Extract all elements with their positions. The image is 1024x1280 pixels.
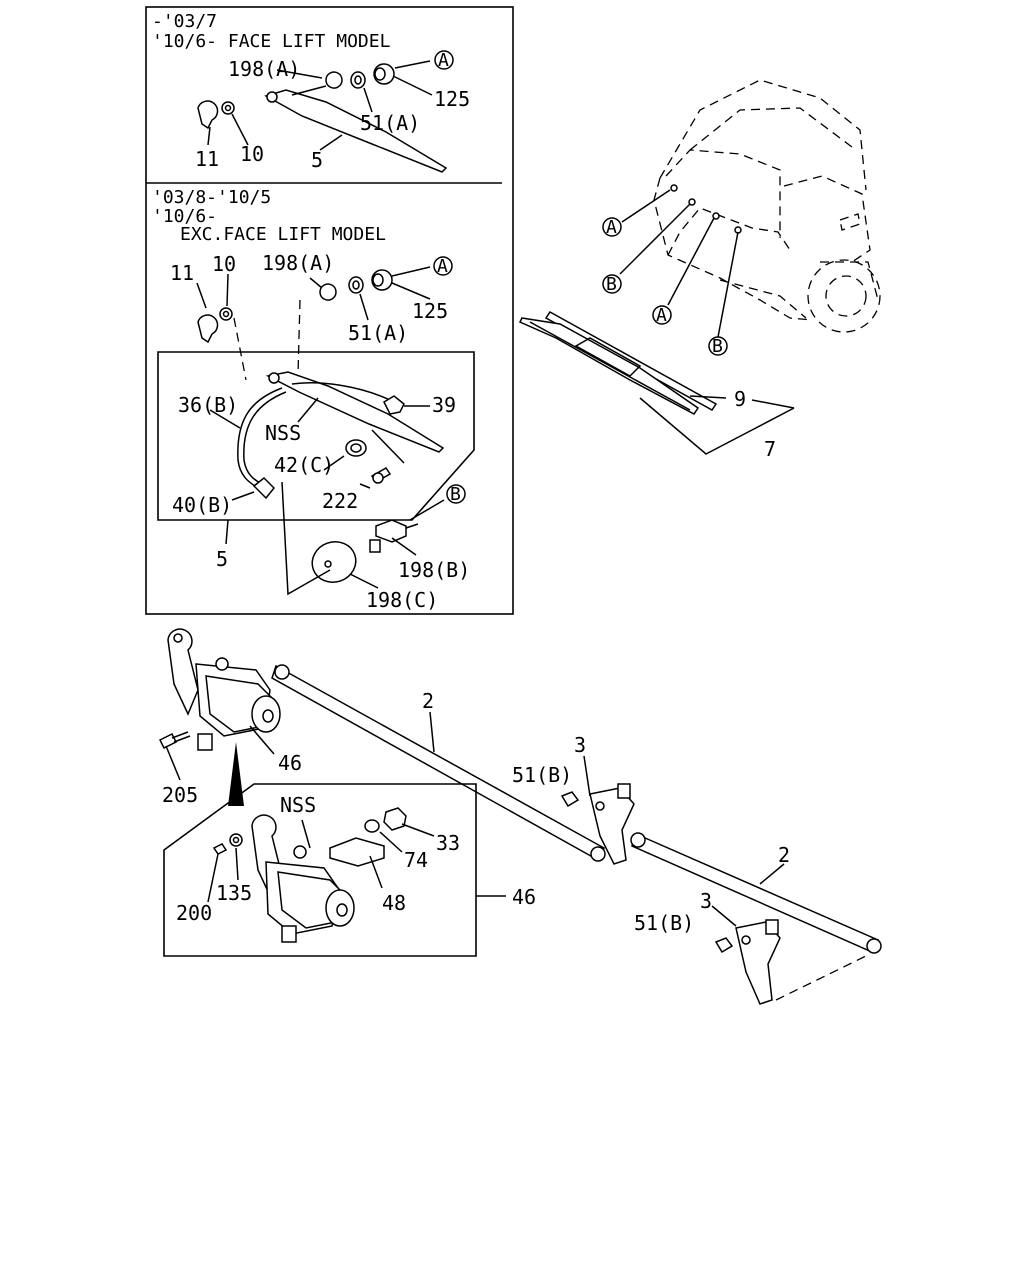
svg-text:A: A (438, 50, 449, 71)
label-7: 7 (764, 437, 776, 461)
callout-b-nozzle: B (446, 484, 466, 505)
link-rod-2-right (630, 832, 882, 954)
callout-a-mid: A (433, 256, 453, 277)
nut-33 (383, 807, 407, 831)
label-198a-mid: 198(A) (262, 251, 334, 275)
label-125-mid: 125 (412, 299, 448, 323)
label-135: 135 (216, 881, 252, 905)
label-9: 9 (734, 387, 746, 411)
mid-inset-header-date: '03/8-'10/5 (152, 187, 271, 208)
label-125-top: 125 (434, 87, 470, 111)
svg-text:B: B (712, 336, 723, 357)
label-nss-mid: NSS (265, 421, 301, 445)
wiper-motor-46-box (251, 814, 355, 943)
clip-39 (383, 395, 405, 415)
svg-text:B: B (606, 274, 617, 295)
nozzle-198b (369, 519, 419, 553)
hose-joint-40b (252, 476, 276, 500)
label-42c: 42(C) (274, 453, 334, 477)
label-nss-low: NSS (280, 793, 316, 817)
label-51b-lower: 51(B) (634, 911, 694, 935)
wiper-blade-7 (518, 311, 718, 415)
pad-198c (311, 541, 357, 583)
wiper-motor-46-top (167, 628, 281, 751)
label-3-upper: 3 (574, 733, 586, 757)
wiper-arm-5-mid (237, 371, 445, 500)
mid-inset-header-model: EXC.FACE LIFT MODEL (180, 224, 386, 245)
label-2-left: 2 (422, 689, 434, 713)
wiper-arm-5-top (264, 89, 448, 173)
pin-200 (212, 843, 228, 855)
label-46-top: 46 (278, 751, 302, 775)
label-200: 200 (176, 901, 212, 925)
label-40b: 40(B) (172, 493, 232, 517)
label-3-lower: 3 (700, 889, 712, 913)
top-inset-header-model: '10/6- FACE LIFT MODEL (152, 31, 391, 52)
link-rod-2-left (271, 664, 606, 862)
wiper-arm-inset-frame (145, 6, 514, 615)
washer-10-top (221, 101, 235, 115)
top-wiper-arm-group (197, 63, 448, 173)
label-222: 222 (322, 489, 358, 513)
label-46-box: 46 (512, 885, 536, 909)
label-51a-top: 51(A) (360, 111, 420, 135)
washer-135 (229, 833, 243, 847)
label-48: 48 (382, 891, 406, 915)
label-205: 205 (162, 783, 198, 807)
label-5-top: 5 (311, 148, 323, 172)
label-11-mid: 11 (170, 261, 194, 285)
grommet-42c (345, 439, 367, 457)
svg-text:B: B (450, 484, 461, 505)
nut-51b-upper (560, 791, 580, 808)
callout-a-cab-1: A (602, 217, 622, 238)
arm-subassembly-frame (157, 351, 475, 521)
label-10-top: 10 (240, 142, 264, 166)
label-51a-mid: 51(A) (348, 321, 408, 345)
mid-hardware-group (197, 269, 393, 344)
svg-text:A: A (606, 217, 617, 238)
motor-assembly-frame (163, 783, 477, 957)
pivot-3-lower (735, 919, 781, 1005)
callout-b-cab-1: B (602, 274, 622, 295)
top-inset-header-date: -'03/7 (152, 11, 217, 32)
label-11-top: 11 (195, 147, 219, 171)
nut-51b-lower (714, 937, 734, 954)
nut-198a-top (325, 71, 343, 89)
label-33: 33 (436, 831, 460, 855)
label-10-mid: 10 (212, 252, 236, 276)
label-198a-top: 198(A) (228, 57, 300, 81)
washer-74 (364, 819, 380, 833)
washer-51a-top (350, 71, 366, 89)
cap-11-mid (197, 314, 219, 344)
pivot-3-upper (589, 783, 635, 865)
label-5-mid: 5 (216, 547, 228, 571)
callout-a-cab-2: A (652, 305, 672, 326)
svg-text:A: A (437, 256, 448, 277)
washer-10-mid (219, 307, 233, 321)
nut-198a-mid (319, 283, 337, 301)
label-2-right: 2 (778, 843, 790, 867)
svg-text:A: A (656, 305, 667, 326)
label-51b-upper: 51(B) (512, 763, 572, 787)
callout-a-top: A (434, 50, 454, 71)
label-74: 74 (404, 848, 428, 872)
view-arrow (228, 742, 244, 806)
mid-inset-header-year: '10/6- (152, 206, 217, 227)
label-198c: 198(C) (366, 588, 438, 612)
washer-51a-mid (348, 276, 364, 294)
bracket-48 (329, 837, 385, 867)
label-198b: 198(B) (398, 558, 470, 582)
callout-b-cab-2: B (708, 336, 728, 357)
cap-125-mid (371, 269, 393, 291)
cap-11-top (197, 100, 219, 130)
bolt-205 (158, 731, 191, 750)
truck-cab-outline (653, 79, 881, 333)
cap-125-top (373, 63, 395, 85)
label-36b: 36(B) (178, 393, 238, 417)
label-39: 39 (432, 393, 456, 417)
